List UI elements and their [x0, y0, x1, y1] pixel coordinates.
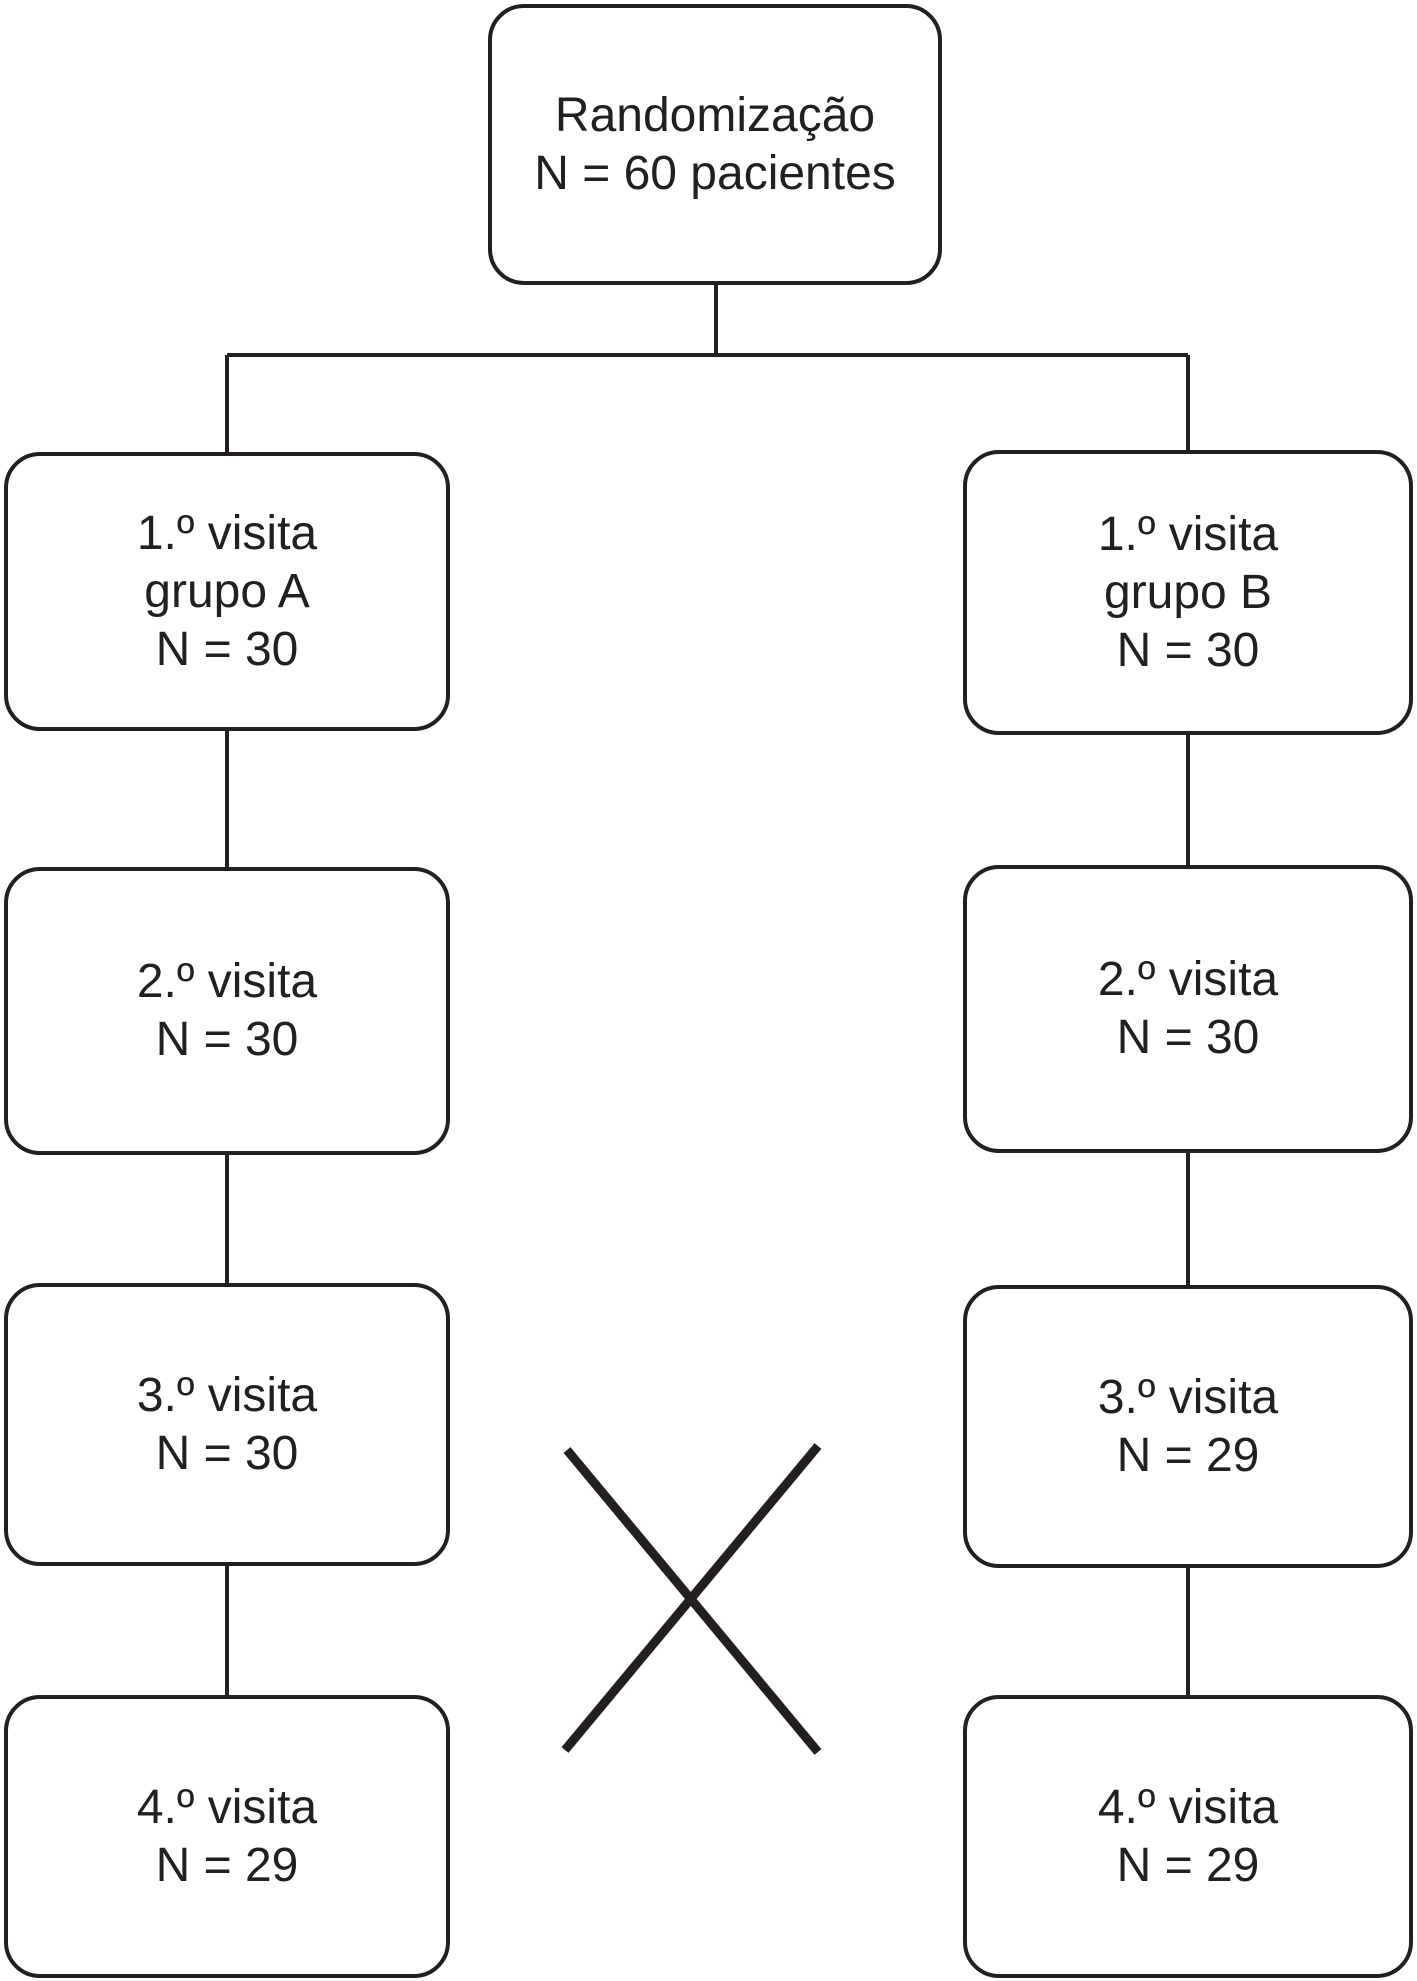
node-text-line: N = 29 [1116, 1428, 1260, 1482]
node-visit1-group-b: 1.º visita grupo B N = 30 [963, 450, 1413, 735]
node-text-line: 1.º visita [136, 506, 318, 560]
node-visit2-group-a: 2.º visita N = 30 [4, 867, 450, 1155]
node-text-line: N = 30 [155, 1013, 299, 1066]
node-visit1-group-a: 1.º visita grupo A N = 30 [4, 452, 450, 731]
node-text-line: 3.º visita [1097, 1370, 1279, 1424]
node-text-line: N = 29 [1116, 1838, 1260, 1892]
node-text-line: N = 30 [155, 1426, 299, 1480]
node-visit3-group-a: 3.º visita N = 30 [4, 1283, 450, 1566]
node-visit4-group-b: 4.º visita N = 29 [963, 1695, 1413, 1978]
node-text-line: 2.º visita [1097, 953, 1279, 1006]
node-text-line: N = 60 pacientes [534, 146, 896, 200]
node-text-line: N = 30 [1116, 1011, 1260, 1064]
node-text-line: N = 29 [155, 1838, 299, 1892]
node-text-line: grupo A [144, 564, 310, 618]
crossover-x-mark [561, 1443, 822, 1755]
connector-lines [225, 285, 1190, 1695]
node-text-line: 4.º visita [136, 1780, 318, 1834]
node-text-line: 3.º visita [136, 1368, 318, 1422]
node-text-line: 2.º visita [136, 955, 318, 1008]
node-randomization: Randomização N = 60 pacientes [488, 4, 942, 285]
node-text-line: Randomização [554, 88, 876, 142]
node-text-line: N = 30 [1116, 623, 1260, 677]
node-text-line: 4.º visita [1097, 1780, 1279, 1834]
node-text-line: N = 30 [155, 622, 299, 676]
node-text-line: 1.º visita [1097, 507, 1279, 561]
node-visit2-group-b: 2.º visita N = 30 [963, 865, 1413, 1153]
node-visit4-group-a: 4.º visita N = 29 [4, 1695, 450, 1978]
node-text-line: grupo B [1103, 565, 1273, 619]
node-visit3-group-b: 3.º visita N = 29 [963, 1285, 1413, 1568]
